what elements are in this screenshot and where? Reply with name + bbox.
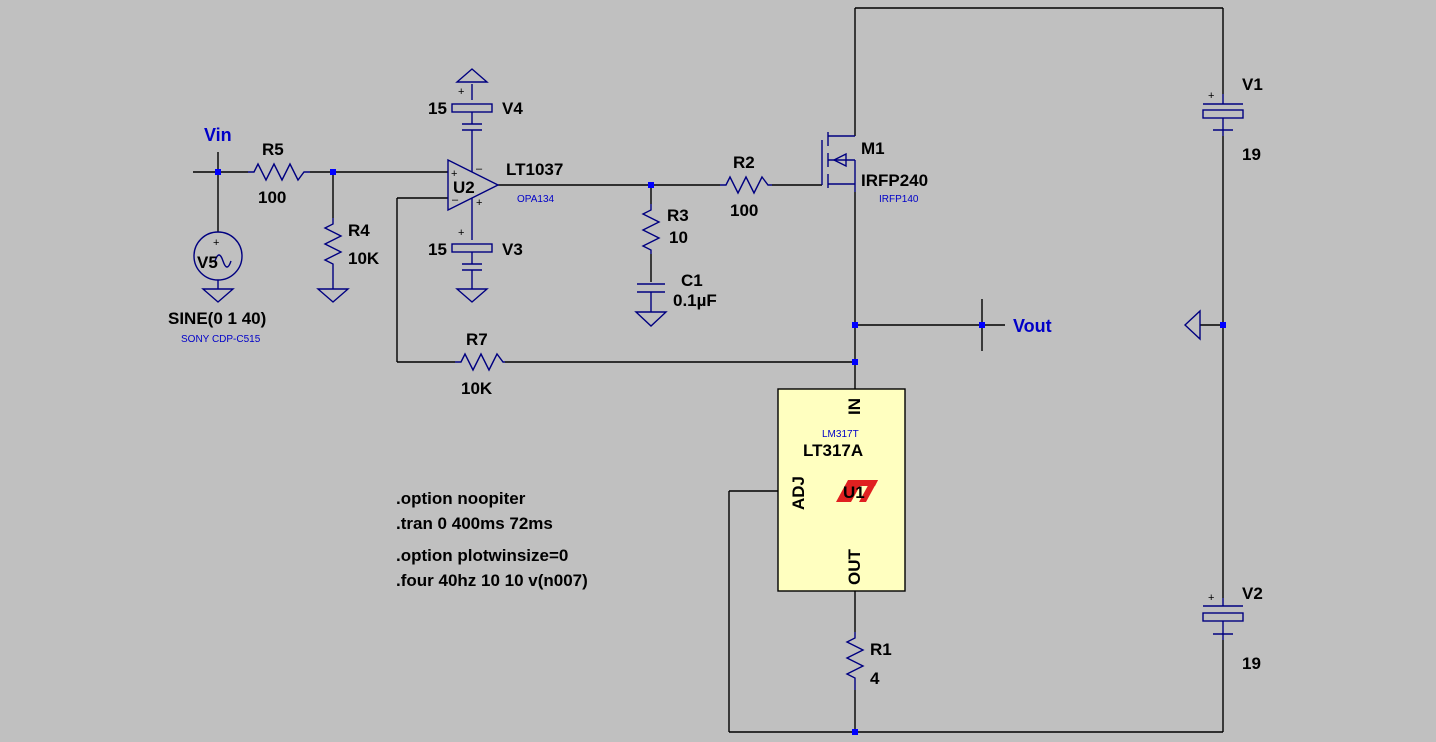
v3-name: V3 bbox=[502, 240, 523, 259]
capacitor-c1[interactable]: C1 0.1µF bbox=[637, 271, 717, 312]
svg-text:+: + bbox=[213, 237, 219, 249]
r7-value: 10K bbox=[461, 379, 493, 398]
r2-name: R2 bbox=[733, 153, 755, 172]
v1-value: 19 bbox=[1242, 145, 1261, 164]
directive-line: .option noopiter bbox=[396, 489, 526, 508]
m1-name: M1 bbox=[861, 139, 885, 158]
resistor-r7[interactable]: R7 10K bbox=[455, 330, 505, 398]
c1-name: C1 bbox=[681, 271, 703, 290]
svg-text:+: + bbox=[1208, 90, 1214, 102]
directive-line: .tran 0 400ms 72ms bbox=[396, 514, 553, 533]
ground-icon bbox=[316, 288, 350, 303]
r1-value: 4 bbox=[870, 669, 880, 688]
r5-name: R5 bbox=[262, 140, 284, 159]
ground-icon bbox=[201, 288, 235, 303]
resistor-r3[interactable]: R3 10 bbox=[641, 204, 689, 254]
wires bbox=[193, 7, 1224, 733]
v1-name: V1 bbox=[1242, 75, 1263, 94]
v5-value: SINE(0 1 40) bbox=[168, 309, 266, 328]
u2-name: U2 bbox=[453, 178, 475, 197]
svg-text:+: + bbox=[458, 227, 464, 239]
battery-v1[interactable]: + V1 19 bbox=[1202, 75, 1263, 164]
v5-part: SONY CDP-C515 bbox=[181, 334, 261, 345]
resistor-r4[interactable]: R4 10K bbox=[323, 218, 380, 289]
u2-value: LT1037 bbox=[506, 160, 563, 179]
directive-line: .option plotwinsize=0 bbox=[396, 546, 568, 565]
net-label-vout: Vout bbox=[1013, 316, 1052, 336]
v2-name: V2 bbox=[1242, 584, 1263, 603]
c1-value: 0.1µF bbox=[673, 291, 717, 310]
m1-value: IRFP240 bbox=[861, 171, 928, 190]
u1-value: LT317A bbox=[803, 441, 863, 460]
u1-pin-adj: ADJ bbox=[789, 476, 808, 510]
battery-v2[interactable]: + V2 19 bbox=[1202, 584, 1263, 673]
resistor-r2[interactable]: R2 100 bbox=[720, 153, 772, 220]
m1-part: IRFP140 bbox=[879, 194, 919, 205]
battery-v3[interactable]: + 15 V3 bbox=[428, 227, 523, 289]
ground-icon bbox=[634, 311, 668, 327]
v3-value: 15 bbox=[428, 240, 447, 259]
r7-name: R7 bbox=[466, 330, 488, 349]
spice-directives[interactable]: .option noopiter .tran 0 400ms 72ms .opt… bbox=[396, 489, 588, 590]
directive-line: .four 40hz 10 10 v(n007) bbox=[396, 571, 588, 590]
net-label-vin: Vin bbox=[204, 125, 232, 145]
r1-name: R1 bbox=[870, 640, 892, 659]
supply-arrow-icon bbox=[455, 68, 489, 83]
v2-value: 19 bbox=[1242, 654, 1261, 673]
regulator-u1[interactable]: IN LM317T LT317A ADJ U1 OUT bbox=[777, 388, 906, 592]
v4-value: 15 bbox=[428, 99, 447, 118]
ground-icon bbox=[455, 288, 489, 303]
r3-name: R3 bbox=[667, 206, 689, 225]
svg-text:+: + bbox=[1208, 592, 1214, 604]
u2-part: OPA134 bbox=[517, 194, 554, 205]
u1-pin-out: OUT bbox=[845, 549, 864, 586]
linear-tech-logo-icon bbox=[836, 480, 878, 502]
v5-name: V5 bbox=[197, 253, 218, 272]
r4-value: 10K bbox=[348, 249, 380, 268]
svg-text:+: + bbox=[458, 86, 464, 98]
u1-pin-in: IN bbox=[845, 398, 864, 415]
u1-part: LM317T bbox=[822, 429, 859, 440]
v4-name: V4 bbox=[502, 99, 523, 118]
battery-v4[interactable]: + 15 V4 bbox=[428, 84, 523, 140]
svg-text:+: + bbox=[476, 197, 482, 209]
r2-value: 100 bbox=[730, 201, 758, 220]
resistor-r1[interactable]: R1 4 bbox=[845, 632, 892, 690]
svg-text:–: – bbox=[452, 194, 459, 206]
r4-name: R4 bbox=[348, 221, 370, 240]
junction-nodes bbox=[215, 169, 1226, 735]
sine-source-v5[interactable]: + V5 SINE(0 1 40) SONY CDP-C515 bbox=[168, 231, 266, 345]
mosfet-m1[interactable]: M1 IRFP240 IRFP140 bbox=[821, 132, 928, 205]
svg-text:–: – bbox=[476, 163, 483, 175]
u1-name: U1 bbox=[843, 483, 865, 502]
ground-icon bbox=[1183, 309, 1201, 341]
resistor-r5[interactable]: R5 100 bbox=[248, 140, 310, 207]
svg-text:+: + bbox=[451, 168, 457, 180]
r5-value: 100 bbox=[258, 188, 286, 207]
r3-value: 10 bbox=[669, 228, 688, 247]
opamp-u2[interactable]: + – – + U2 LT1037 OPA134 bbox=[447, 140, 563, 234]
